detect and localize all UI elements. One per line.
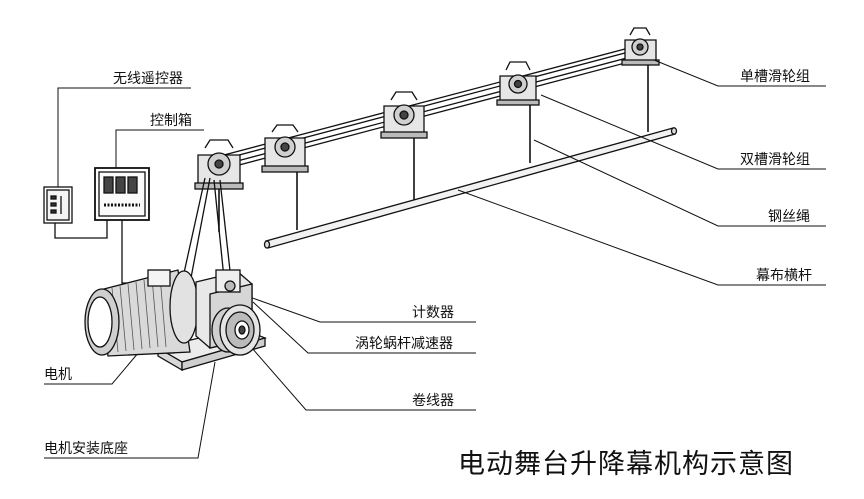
wireless-remote-device (43, 186, 73, 224)
pulley-block-1 (194, 139, 244, 190)
label-control-box: 控制箱 (150, 113, 192, 129)
label-winder: 卷线器 (412, 393, 454, 409)
label-double-groove-pulley: 双槽滑轮组 (740, 152, 810, 168)
diagram-title: 电动舞台升降幕机构示意图 (458, 449, 794, 480)
label-motor-mount-base: 电机安装底座 (44, 441, 128, 457)
label-single-groove-pulley: 单槽滑轮组 (740, 69, 810, 85)
label-worm-gear-reducer: 涡轮蜗杆减速器 (355, 336, 453, 352)
curtain-bar (263, 127, 678, 249)
label-motor: 电机 (44, 367, 72, 383)
hanging-wire-ropes (218, 65, 649, 232)
pulley-block-4 (496, 61, 540, 106)
pulley-block-2 (261, 124, 309, 173)
control-box-device (94, 167, 150, 221)
leader-lines (44, 59, 826, 459)
label-steel-wire-rope: 钢丝绳 (768, 209, 810, 225)
label-curtain-bar: 幕布横杆 (756, 268, 812, 284)
pulley-block-3 (380, 91, 428, 139)
pulley-block-5 (621, 27, 660, 66)
motor-body (84, 269, 199, 357)
signal-wires (54, 220, 148, 284)
label-counter: 计数器 (412, 305, 454, 321)
label-wireless-remote: 无线遥控器 (113, 71, 183, 87)
winder-drum (211, 304, 261, 356)
